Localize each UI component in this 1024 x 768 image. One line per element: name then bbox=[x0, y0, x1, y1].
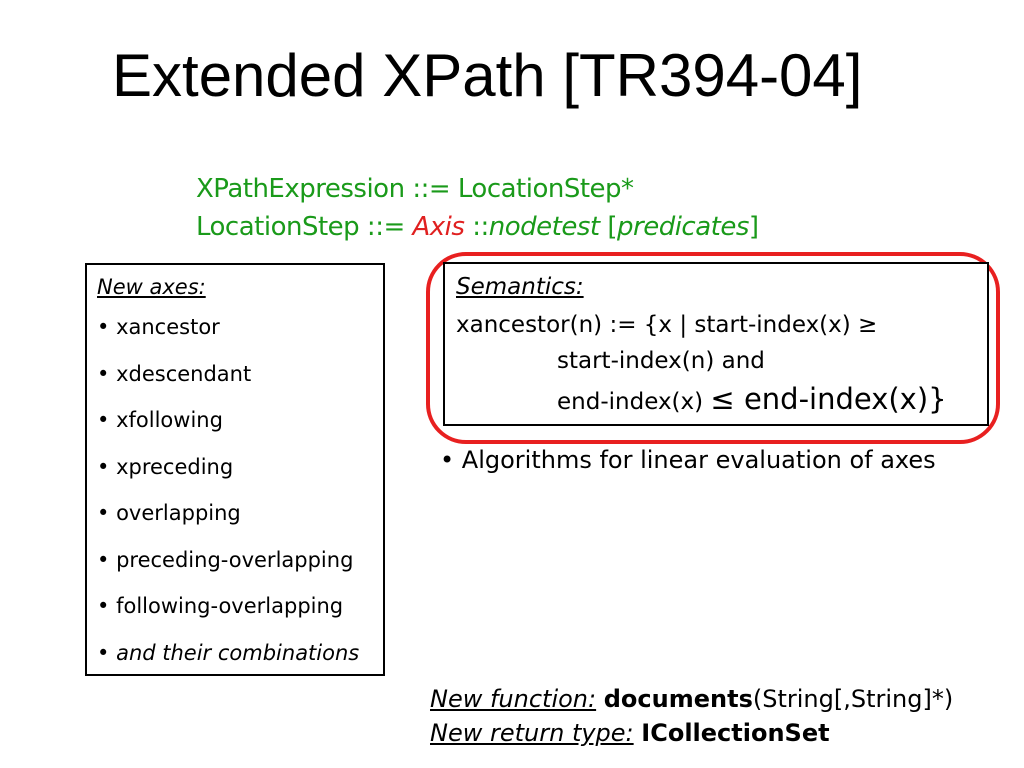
bullet-icon: • bbox=[97, 640, 110, 665]
highlight-ring bbox=[426, 252, 1000, 444]
axis-item-label: and their combinations bbox=[116, 640, 360, 665]
semantics-line-1: xancestor(n) := {x | start-index(x) ≥ bbox=[456, 312, 878, 338]
axis-item-label: preceding-overlapping bbox=[116, 547, 354, 572]
algorithms-note: • Algorithms for linear evaluation of ax… bbox=[440, 446, 936, 474]
grammar-axis: Axis bbox=[412, 212, 465, 242]
new-axes-list: • xancestor • xdescendant • xfollowing •… bbox=[97, 315, 359, 687]
semantics-line-3-end: ≤ end-index(x)} bbox=[710, 382, 947, 416]
axis-item-label: xpreceding bbox=[116, 454, 234, 479]
return-type: ICollectionSet bbox=[641, 719, 830, 747]
new-axes-heading: New axes: bbox=[97, 275, 206, 299]
grammar-line-xpath-expression: XPathExpression ::= LocationStep* bbox=[196, 174, 634, 204]
bullet-icon: • bbox=[97, 454, 110, 479]
new-axes-box: New axes: • xancestor • xdescendant • xf… bbox=[85, 263, 385, 676]
bullet-icon: • bbox=[97, 594, 110, 618]
axis-item-label: xfollowing bbox=[116, 408, 223, 432]
grammar-separator: :: bbox=[464, 212, 489, 242]
grammar-bracket-open: [ bbox=[599, 212, 617, 242]
semantics-box: Semantics: xancestor(n) := {x | start-in… bbox=[443, 262, 989, 426]
axis-item-label: xancestor bbox=[116, 315, 220, 339]
grammar-line-location-step: LocationStep ::= Axis ::nodetest [predic… bbox=[196, 208, 759, 246]
bullet-icon: • bbox=[97, 501, 110, 525]
axis-item-overlapping: • overlapping bbox=[97, 501, 359, 548]
axis-item-label: following-overlapping bbox=[116, 594, 344, 618]
grammar-prefix: LocationStep ::= bbox=[196, 212, 413, 242]
axis-item-xdescendant: • xdescendant bbox=[97, 362, 359, 409]
semantics-line-2: start-index(n) and bbox=[557, 348, 765, 374]
semantics-heading: Semantics: bbox=[456, 274, 584, 300]
new-return-type-line: New return type: ICollectionSet bbox=[430, 716, 953, 750]
new-function-label: New function: bbox=[430, 685, 597, 713]
axis-item-label: xdescendant bbox=[116, 361, 252, 386]
axis-item-combinations: • and their combinations bbox=[97, 641, 359, 688]
footer-notes: New function: documents(String[,String]*… bbox=[430, 682, 953, 750]
bullet-icon: • bbox=[97, 547, 110, 572]
slide-title: Extended XPath [TR394-04] bbox=[112, 42, 863, 109]
axis-item-preceding-overlapping: • preceding-overlapping bbox=[97, 548, 359, 595]
function-name: documents bbox=[603, 685, 753, 713]
axis-item-xfollowing: • xfollowing bbox=[97, 408, 359, 455]
grammar-bracket-close: ] bbox=[748, 212, 759, 242]
axis-item-xancestor: • xancestor bbox=[97, 315, 359, 362]
semantics-line-3-start: end-index(x) bbox=[557, 389, 711, 415]
grammar-predicates: predicates bbox=[617, 212, 749, 242]
axis-item-following-overlapping: • following-overlapping bbox=[97, 594, 359, 641]
new-return-type-label: New return type: bbox=[430, 719, 634, 747]
bullet-icon: • bbox=[97, 408, 110, 432]
grammar-nodetest: nodetest bbox=[488, 212, 600, 242]
semantics-line-3: end-index(x) ≤ end-index(x)} bbox=[557, 382, 947, 416]
grammar-rules: XPathExpression ::= LocationStep* Locati… bbox=[196, 170, 759, 246]
new-function-line: New function: documents(String[,String]*… bbox=[430, 682, 953, 716]
axis-item-xpreceding: • xpreceding bbox=[97, 455, 359, 502]
bullet-icon: • bbox=[97, 361, 110, 386]
bullet-icon: • bbox=[97, 315, 110, 339]
axis-item-label: overlapping bbox=[116, 501, 241, 525]
function-args: (String[,String]*) bbox=[752, 685, 954, 713]
